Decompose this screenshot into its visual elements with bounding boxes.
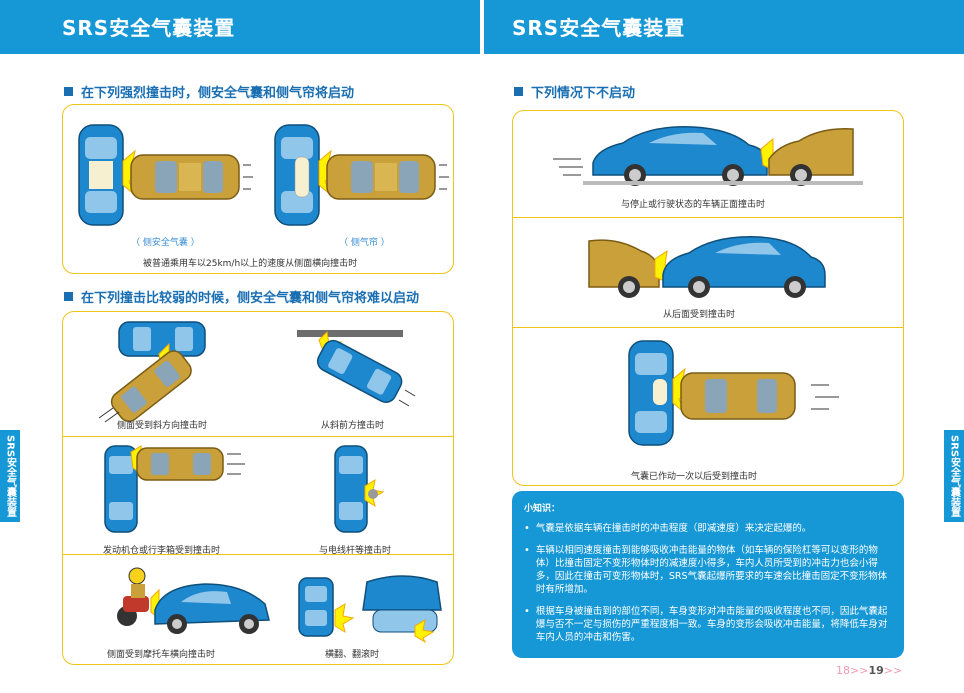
divider: [63, 436, 453, 437]
page-edge: [936, 54, 964, 693]
label-side-airbag: （ 侧安全气囊 ）: [131, 238, 200, 248]
tips-box: 小知识： • 气囊是依据车辆在撞击时的冲击程度（即减速度）来决定起爆的。 • 车…: [512, 491, 904, 658]
square-bullet-icon: [64, 292, 73, 301]
left-panel-weak-impact: 侧面受到斜方向撞击时 从斜前方撞击时 发动机仓或行李箱受到撞击时 与电线杆等撞击…: [62, 311, 454, 665]
square-bullet-icon: [64, 87, 73, 96]
divider: [63, 554, 453, 555]
side-airbag-illustration: [78, 124, 253, 226]
square-bullet-icon: [514, 87, 523, 96]
caption-oblique-side: 侧面受到斜方向撞击时: [117, 421, 208, 431]
left-panel-strong-impact: （ 侧安全气囊 ） （ 侧气帘 ） 被普通乘用车以25km/h以上的速度从侧面横…: [62, 104, 454, 274]
tips-heading: 小知识：: [524, 504, 561, 514]
rear-impact-illustration: [588, 236, 826, 298]
bullet-icon: •: [524, 606, 530, 617]
pole-impact-illustration: [334, 445, 385, 533]
left-page-title: SRS安全气囊装置: [62, 16, 236, 40]
tip-item: • 车辆以相同速度撞击到能够吸收冲击能量的物体（如车辆的保险杠等可以变形的物体）…: [524, 545, 888, 595]
left-side-tab: SRS安全气囊装置: [0, 430, 20, 522]
page-arrow: >>: [883, 664, 903, 677]
caption-front-oblique: 从斜前方撞击时: [321, 421, 385, 431]
side-curtain-illustration: [274, 124, 449, 226]
caption-motorcycle: 侧面受到摩托车横向撞击时: [107, 650, 216, 660]
page-numbers: 18>>19>>: [836, 664, 902, 677]
motorcycle-impact-illustration: [117, 567, 270, 634]
right-panel-no-deploy: 与停止或行驶状态的车辆正面撞击时 从后面受到撞击时 气囊已作动一次以后受到撞击时: [512, 110, 904, 486]
left-section2-title: 在下列撞击比较弱的时候，侧安全气囊和侧气帘将难以启动: [64, 287, 419, 306]
current-page-number: 19: [868, 664, 884, 677]
label-side-curtain: （ 侧气帘 ）: [339, 238, 390, 248]
caption-rear: 从后面受到撞击时: [663, 310, 736, 320]
oblique-side-impact-illustration: [98, 321, 206, 423]
page-gutter: [480, 0, 484, 693]
bullet-icon: •: [524, 523, 530, 534]
left-header-bar: SRS安全气囊装置: [0, 0, 482, 54]
right-section1-title: 下列情况下不启动: [514, 82, 635, 101]
divider: [513, 327, 903, 328]
caption-rollover: 横翻、翻滚时: [325, 650, 380, 660]
right-page-title: SRS安全气囊装置: [512, 16, 686, 40]
engine-trunk-impact-illustration: [104, 445, 245, 533]
strong-impact-caption: 被普通乘用车以25km/h以上的速度从侧面横向撞击时: [143, 259, 358, 269]
caption-post-deployment: 气囊已作动一次以后受到撞击时: [631, 472, 758, 482]
caption-pole: 与电线杆等撞击时: [319, 546, 392, 556]
bullet-icon: •: [524, 545, 530, 556]
rollover-illustration: [298, 575, 442, 644]
right-side-tab: SRS安全气囊装置: [944, 430, 964, 522]
caption-frontal: 与停止或行驶状态的车辆正面撞击时: [621, 200, 766, 210]
caption-engine-trunk: 发动机仓或行李箱受到撞击时: [103, 546, 221, 556]
right-header-bar: SRS安全气囊装置: [482, 0, 964, 54]
divider: [513, 217, 903, 218]
tip-item: • 根据车身被撞击到的部位不同，车身变形对冲击能量的吸收程度也不同，因此气囊起爆…: [524, 606, 888, 643]
frontal-impact-illustration: [553, 126, 863, 186]
tip-item: • 气囊是依据车辆在撞击时的冲击程度（即减速度）来决定起爆的。: [524, 523, 812, 534]
front-oblique-impact-illustration: [297, 330, 416, 407]
left-section1-title: 在下列强烈撞击时，侧安全气囊和侧气帘将启动: [64, 82, 354, 101]
post-deployment-impact-illustration: [628, 340, 839, 446]
prev-page-number: 18>>: [836, 664, 869, 677]
